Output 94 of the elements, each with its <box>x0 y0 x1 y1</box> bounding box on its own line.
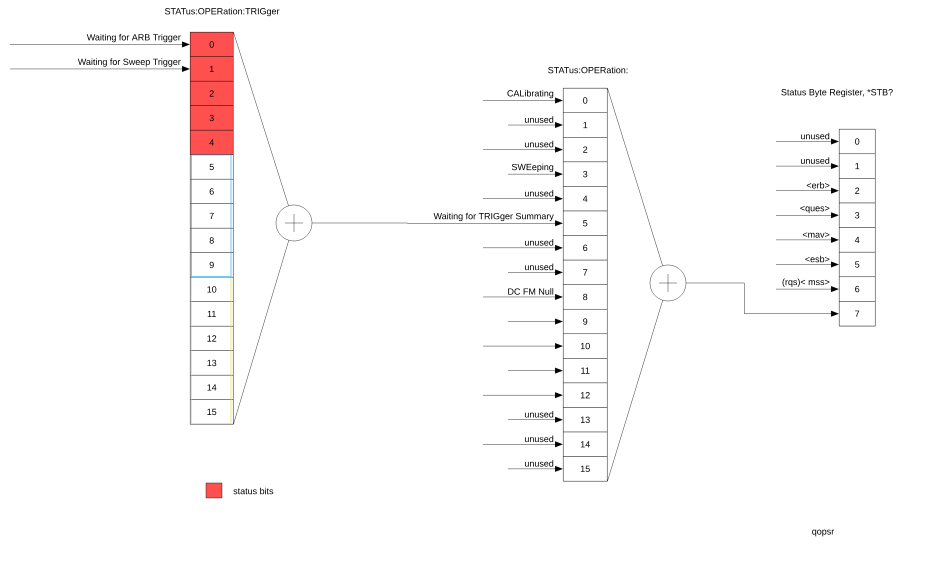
bit-cell: 4 <box>563 186 608 212</box>
signal-label: unused <box>523 459 555 468</box>
bit-cell: 14 <box>563 432 608 457</box>
signal-label: unused <box>523 262 555 272</box>
arrow <box>482 441 563 448</box>
arrow <box>482 98 563 104</box>
arrow <box>482 294 563 300</box>
arrow <box>482 196 563 202</box>
bit-cell: 2 <box>190 81 234 106</box>
signal-label: unused <box>523 238 555 247</box>
legend-label: status bits <box>233 488 274 494</box>
signal-label: unused <box>799 132 831 140</box>
arrow <box>482 343 563 350</box>
arrow <box>776 262 839 268</box>
bit-cell: 4 <box>839 227 876 252</box>
signal-label: Waiting for ARB Trigger <box>86 32 182 44</box>
signal-label: <ques> <box>798 205 831 214</box>
bit-cell: 6 <box>563 235 608 260</box>
bit-cell: 2 <box>839 178 876 204</box>
bit-cell: 4 <box>190 130 234 155</box>
bit-cell: 15 <box>563 456 608 482</box>
bit-cell: 6 <box>190 179 234 204</box>
bit-cell: 5 <box>839 252 876 277</box>
bit-cell: 9 <box>190 252 234 278</box>
bit-cell: 15 <box>190 400 234 424</box>
summing-junction <box>276 204 312 242</box>
bit-cell: 7 <box>839 301 876 326</box>
arrow <box>508 269 563 276</box>
signal-label: Waiting for TRIGger Summary <box>432 212 555 222</box>
signal-label: unused <box>799 156 831 165</box>
bit-cell: 13 <box>563 407 608 432</box>
bit-cell: 13 <box>190 350 234 376</box>
arrow <box>508 318 563 324</box>
bit-cell: 1 <box>190 56 234 82</box>
bit-cell: 9 <box>563 309 608 334</box>
arrow <box>10 66 190 72</box>
arrow <box>508 122 563 128</box>
signal-label: (rqs)< mss> <box>780 278 831 288</box>
bit-cell: 12 <box>563 382 608 408</box>
bit-cell: 5 <box>190 154 234 180</box>
bit-cell: 2 <box>563 137 608 162</box>
arrow <box>776 138 839 144</box>
bit-cell: 7 <box>563 260 608 285</box>
arrow <box>776 188 839 194</box>
bit-cell: 10 <box>190 277 234 302</box>
arrow <box>508 368 563 374</box>
signal-label: SWEeping <box>510 162 555 173</box>
bit-cell: 0 <box>190 32 234 57</box>
bit-cell: 6 <box>839 276 876 302</box>
bit-cell: 11 <box>563 358 608 384</box>
bit-cell: 1 <box>563 112 608 138</box>
bit-cell: 7 <box>190 204 234 228</box>
bit-cell: 12 <box>190 326 234 351</box>
signal-label: <erb> <box>805 180 831 190</box>
bit-cell: 3 <box>563 162 608 187</box>
signal-label: <mav> <box>801 231 831 239</box>
bit-cell: 14 <box>190 375 234 400</box>
arrow <box>776 286 839 292</box>
bit-cell: 1 <box>839 154 876 179</box>
signal-label: unused <box>523 140 555 148</box>
arrow <box>776 236 839 243</box>
arrow <box>10 41 190 48</box>
bit-cell: 10 <box>563 334 608 359</box>
signal-label: unused <box>523 410 555 419</box>
bit-cell: 3 <box>190 106 234 130</box>
bit-cell: 8 <box>190 228 234 253</box>
arrow <box>482 146 563 153</box>
arrow <box>312 220 563 226</box>
bit-cell: 0 <box>563 88 608 113</box>
bit-cell: 5 <box>563 210 608 236</box>
arrow <box>508 416 563 423</box>
arrow <box>776 163 839 170</box>
node-label: STATus:OPERation: <box>548 66 628 74</box>
bit-cell: 0 <box>839 129 876 154</box>
arrow <box>482 392 563 398</box>
signal-label: CALibrating <box>506 88 555 100</box>
node-label: STATus:OPERation:TRIGger <box>164 8 280 16</box>
bit-cell: 3 <box>839 202 876 228</box>
bit-cell: 11 <box>190 302 234 326</box>
signal-label: Waiting for Sweep Trigger <box>76 57 182 68</box>
signal-label: DC FM Null <box>506 287 555 296</box>
figure-code: qopsr <box>812 530 834 536</box>
arrow <box>508 466 563 472</box>
arrow <box>482 244 563 251</box>
signal-label: unused <box>523 434 555 444</box>
arrow <box>776 212 839 218</box>
arrow <box>686 282 839 317</box>
signal-label: <esb> <box>804 254 831 264</box>
signal-label: unused <box>523 115 555 124</box>
bit-cell: 8 <box>563 284 608 310</box>
arrow <box>508 171 563 178</box>
node-label: Status Byte Register, *STB? <box>781 88 893 98</box>
summing-junction <box>650 264 686 302</box>
signal-label: unused <box>523 188 555 198</box>
